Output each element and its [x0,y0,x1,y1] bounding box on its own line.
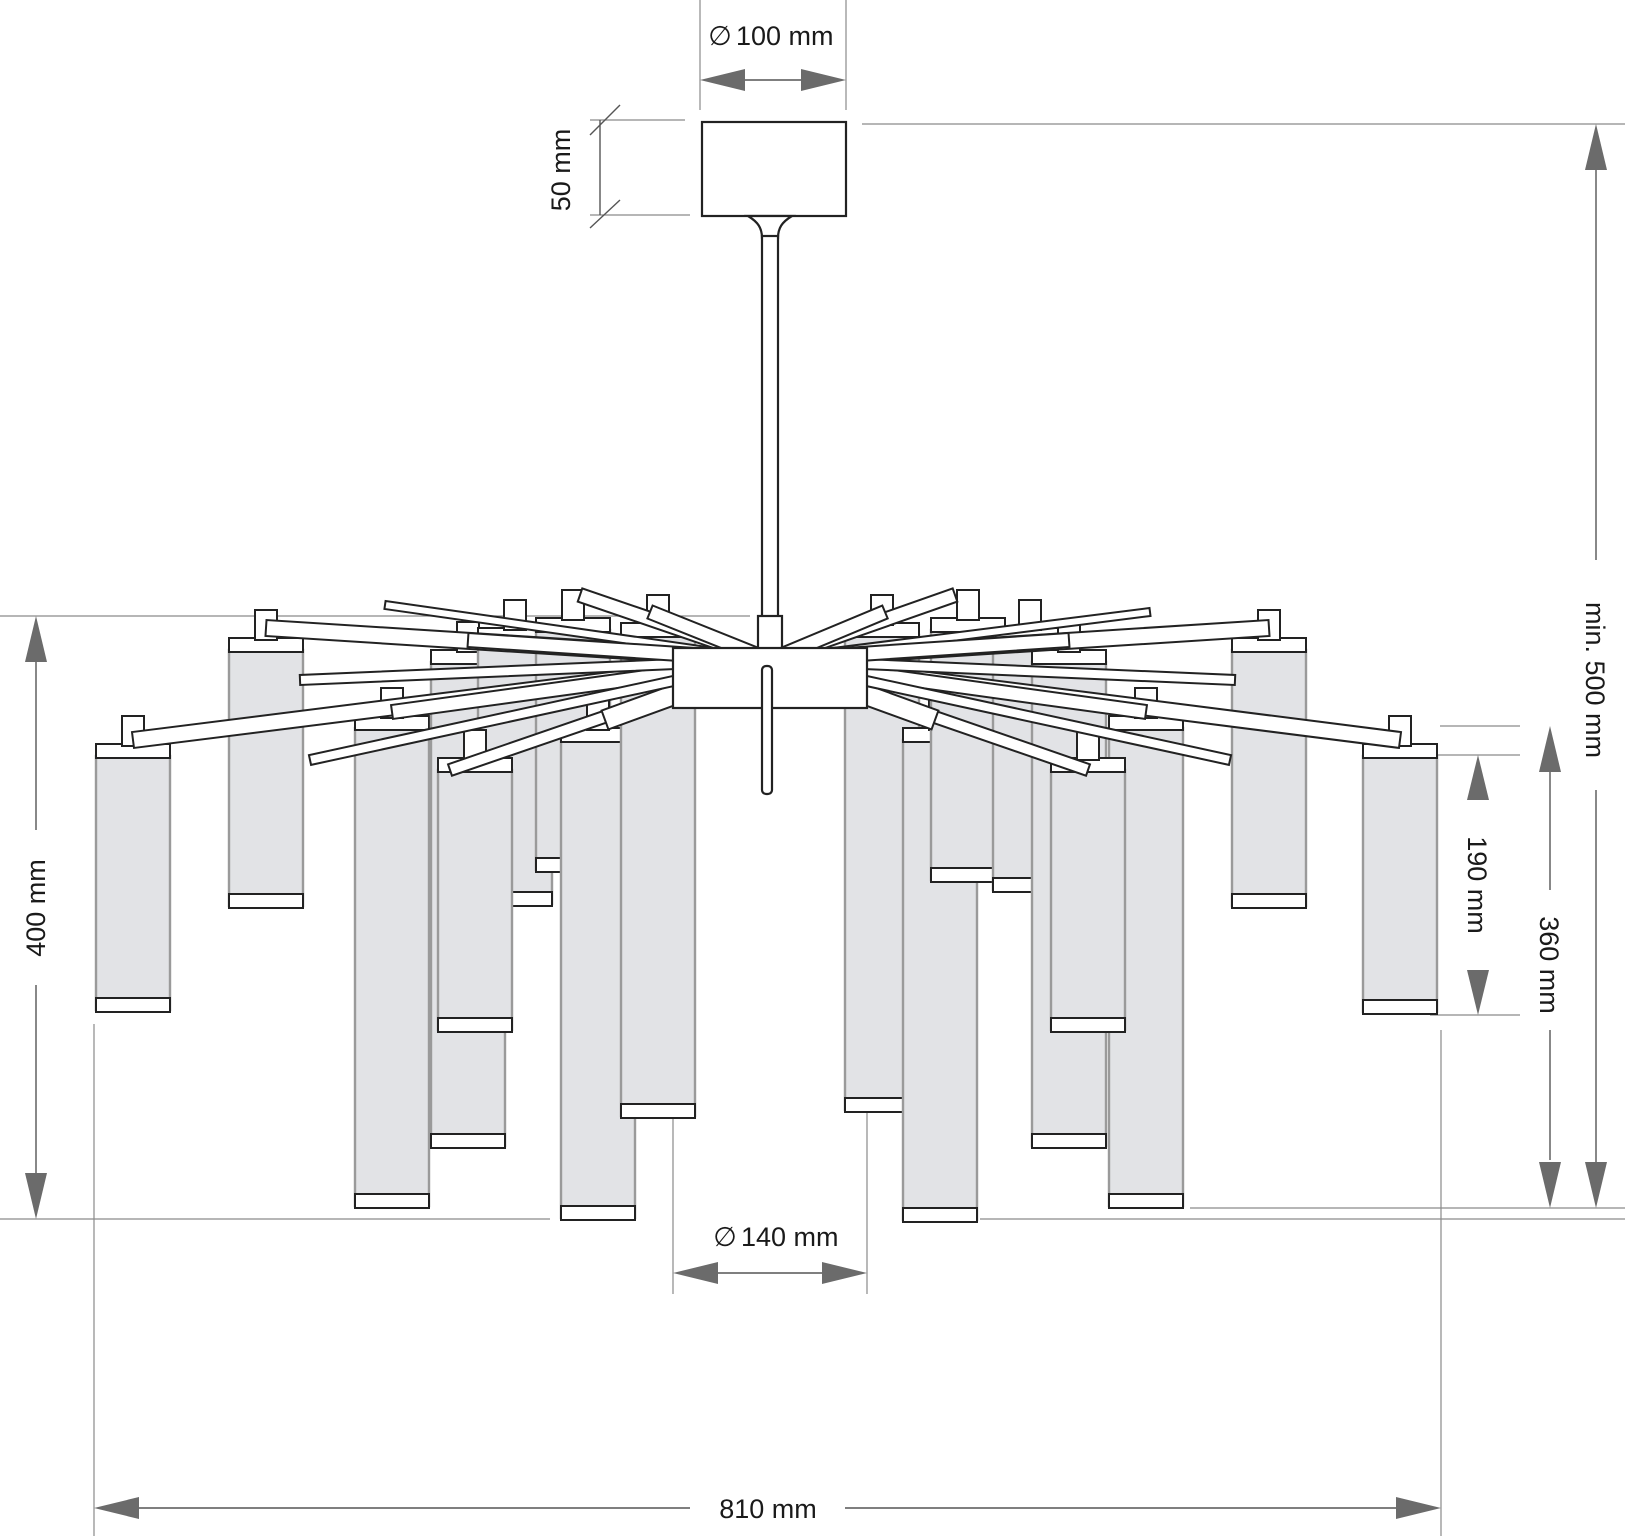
arrow-right [801,69,846,91]
shade-bottom-cap [1362,999,1438,1015]
lamp-shade [94,715,172,1013]
shade-bottom-cap [1050,1017,1126,1033]
shade-bottom-cap [437,1017,513,1033]
shade-bottom-cap [1108,1193,1184,1209]
arrow-up [25,616,47,662]
lamp-shade [1361,715,1439,1015]
shade-bottom-cap [228,893,304,909]
arrow-right [1396,1497,1441,1519]
total-height-label: min. 500 mm [1580,602,1610,758]
shade-bottom-cap [560,1205,636,1221]
hub-diameter-symbol: ∅ [713,1222,737,1252]
shade-holder [956,589,980,621]
shade-bottom-cap [902,1207,978,1223]
arrow-left [700,69,745,91]
shade-bottom-cap [430,1133,506,1149]
arrow-down [1585,1162,1607,1208]
canopy-diameter-label: 100 mm [736,21,834,51]
short-shade-label: 190 mm [1462,836,1492,934]
overall-width-label: 810 mm [719,1494,817,1524]
longest-shade-label: 360 mm [1534,916,1564,1014]
shade-cylinder [1361,754,1439,1014]
shade-cylinder [227,648,305,908]
arrow-up [1467,755,1489,800]
lamp-shade [1049,729,1127,1033]
shade-cylinder [1230,648,1308,908]
lamp-shade [436,729,514,1033]
stem [756,234,784,652]
arrow-up [1539,726,1561,772]
shade-bottom-cap [354,1193,430,1209]
canopy-height-label: 50 mm [546,129,576,212]
shade-bottom-cap [95,997,171,1013]
canopy [700,120,848,240]
arrow-right [822,1262,867,1284]
hub-diameter-label: 140 mm [741,1222,839,1252]
arrow-left [94,1497,139,1519]
body-height-label: 400 mm [21,859,51,957]
lamp-shade [227,609,305,909]
lamp-shade [353,687,431,1209]
dimension-arrows [25,69,1607,1519]
shade-cylinder [436,768,514,1032]
shade-cylinder [1049,768,1127,1032]
shade-cylinder [353,726,431,1208]
shade-bottom-cap [1231,893,1307,909]
arrow-down [25,1173,47,1219]
arrow-down [1467,970,1489,1015]
shade-bottom-cap [620,1103,696,1119]
shade-cylinder [94,754,172,1012]
shade-bottom-cap [1031,1133,1107,1149]
arrow-down [1539,1162,1561,1208]
canopy-diameter-symbol: ∅ [708,21,732,51]
central-hub [671,646,869,796]
dimension-labels: ∅ 100 mm 50 mm min. 500 mm 400 mm 360 mm… [21,21,1610,1524]
arrow-up [1585,124,1607,170]
arrow-left [673,1262,718,1284]
lamp-shade [1230,609,1308,909]
